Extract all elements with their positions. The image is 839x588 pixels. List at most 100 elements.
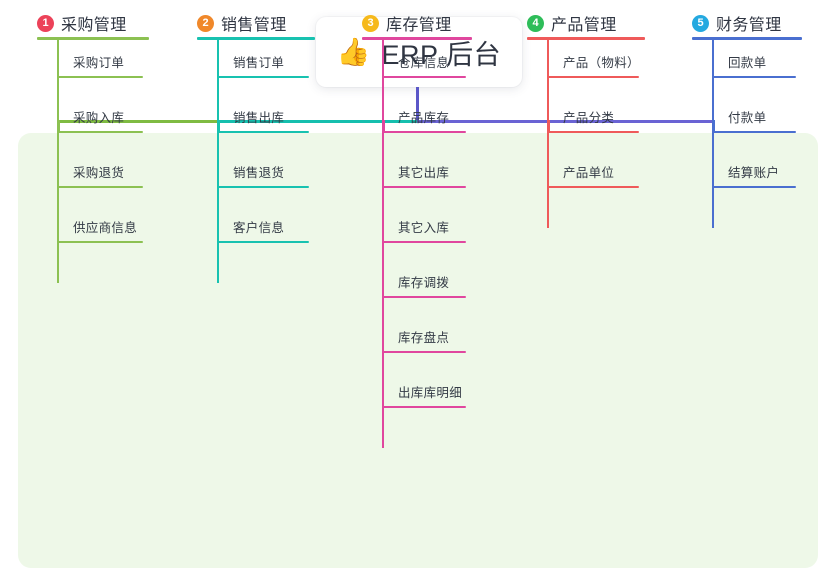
leaf-item-label: 出库库明细 (398, 386, 463, 400)
leaf-item-underline (712, 186, 796, 188)
column-title-3: 库存管理 (386, 17, 452, 34)
leaf-item-underline (217, 76, 309, 78)
leaf-item[interactable]: 其它出库 (382, 162, 466, 188)
column-5: 5 财务管理回款单付款单结算账户 (692, 0, 802, 440)
root-node-content: 👍 ERP 后台 (337, 33, 501, 72)
column-title-5: 财务管理 (716, 17, 782, 34)
leaf-item-underline (57, 131, 143, 133)
leaf-item[interactable]: 产品分类 (547, 107, 639, 133)
leaf-item[interactable]: 采购退货 (57, 162, 143, 188)
leaf-item[interactable]: 产品单位 (547, 162, 639, 188)
column-3: 3 库存管理仓库信息产品库存其它出库其它入库库存调拨库存盘点出库库明细 (362, 0, 472, 448)
column-4: 4 产品管理产品（物料） 产品分类产品单位 (527, 0, 645, 440)
column-underline-5 (692, 37, 802, 40)
leaf-item-label: 回款单 (728, 56, 767, 70)
column-badge-5: 5 (692, 14, 709, 32)
leaf-item[interactable]: 其它入库 (382, 217, 466, 243)
leaf-item[interactable]: 回款单 (712, 52, 796, 78)
bus-segment-green (57, 120, 220, 123)
leaf-item-label: 采购订单 (73, 56, 125, 70)
leaf-item[interactable]: 库存盘点 (382, 327, 466, 353)
leaf-item-label: 产品单位 (563, 166, 615, 180)
leaf-item[interactable]: 产品（物料） (547, 52, 640, 78)
bus-segment-purple (417, 120, 715, 123)
leaf-item-underline (57, 241, 143, 243)
column-header-3[interactable]: 3 库存管理 (362, 11, 452, 35)
leaf-item-underline (382, 186, 466, 188)
leaf-item-label: 付款单 (728, 111, 767, 125)
column-title-1: 采购管理 (61, 17, 127, 34)
leaf-item[interactable]: 销售出库 (217, 107, 309, 133)
column-header-2[interactable]: 2 销售管理 (197, 11, 287, 35)
leaf-item-label: 销售订单 (233, 56, 285, 70)
trunk-connector (416, 87, 419, 123)
leaf-item[interactable]: 仓库信息 (382, 52, 466, 78)
leaf-item-underline (382, 241, 466, 243)
leaf-item-label: 客户信息 (233, 221, 285, 235)
leaf-item-underline (382, 76, 466, 78)
leaf-item[interactable]: 销售退货 (217, 162, 309, 188)
leaf-item-label: 产品库存 (398, 111, 450, 125)
leaf-item[interactable]: 出库库明细 (382, 382, 466, 408)
leaf-item-underline (712, 76, 796, 78)
leaf-item[interactable]: 供应商信息 (57, 217, 143, 243)
column-1: 1 采购管理采购订单采购入库采购退货供应商信息 (37, 0, 149, 440)
root-node-title: ERP 后台 (381, 39, 502, 70)
leaf-item[interactable]: 库存调拨 (382, 272, 466, 298)
column-underline-3 (362, 37, 472, 40)
leaf-item-label: 销售退货 (233, 166, 285, 180)
leaf-item-underline (382, 406, 466, 408)
leaf-item-label: 其它出库 (398, 166, 450, 180)
leaf-item-underline (382, 351, 466, 353)
leaf-item-underline (712, 131, 796, 133)
thumbs-up-icon: 👍 (336, 36, 371, 68)
column-header-4[interactable]: 4 产品管理 (527, 11, 617, 35)
column-underline-2 (197, 37, 315, 40)
leaf-item[interactable]: 销售订单 (217, 52, 309, 78)
column-title-4: 产品管理 (551, 17, 617, 34)
diagram-panel (18, 133, 818, 568)
leaf-item[interactable]: 付款单 (712, 107, 796, 133)
leaf-item-underline (382, 131, 466, 133)
column-badge-2: 2 (197, 14, 214, 32)
column-underline-1 (37, 37, 149, 40)
column-underline-4 (527, 37, 645, 40)
leaf-item-underline (547, 76, 639, 78)
column-spine-1 (57, 40, 59, 283)
column-spine-4 (547, 40, 549, 228)
column-badge-3: 3 (362, 14, 379, 32)
leaf-item-underline (217, 186, 309, 188)
column-spine-2 (217, 40, 219, 283)
column-header-1[interactable]: 1 采购管理 (37, 11, 127, 35)
column-2: 2 销售管理销售订单销售出库销售退货客户信息 (197, 0, 315, 440)
leaf-item-underline (57, 76, 143, 78)
leaf-item-label: 库存调拨 (398, 276, 450, 290)
leaf-item[interactable]: 客户信息 (217, 217, 309, 243)
column-spine-3 (382, 40, 384, 448)
leaf-item-label: 采购退货 (73, 166, 125, 180)
column-badge-1: 1 (37, 14, 54, 32)
leaf-item[interactable]: 产品库存 (382, 107, 466, 133)
leaf-item-underline (547, 131, 639, 133)
leaf-item-underline (217, 131, 309, 133)
leaf-item-label: 其它入库 (398, 221, 450, 235)
leaf-item-underline (217, 241, 309, 243)
leaf-item-underline (57, 186, 143, 188)
leaf-item-label: 采购入库 (73, 111, 125, 125)
leaf-item[interactable]: 采购订单 (57, 52, 143, 78)
leaf-item-label: 结算账户 (728, 166, 780, 180)
leaf-item-label: 库存盘点 (398, 331, 450, 345)
bus-segment-teal (217, 120, 417, 123)
leaf-item-underline (547, 186, 639, 188)
leaf-item-underline (382, 296, 466, 298)
column-spine-5 (712, 40, 714, 228)
column-badge-4: 4 (527, 14, 544, 32)
leaf-item-label: 供应商信息 (73, 221, 138, 235)
column-title-2: 销售管理 (221, 17, 287, 34)
leaf-item-label: 销售出库 (233, 111, 285, 125)
leaf-item[interactable]: 采购入库 (57, 107, 143, 133)
leaf-item[interactable]: 结算账户 (712, 162, 796, 188)
root-node-card[interactable]: 👍 ERP 后台 (316, 17, 522, 87)
column-header-5[interactable]: 5 财务管理 (692, 11, 782, 35)
